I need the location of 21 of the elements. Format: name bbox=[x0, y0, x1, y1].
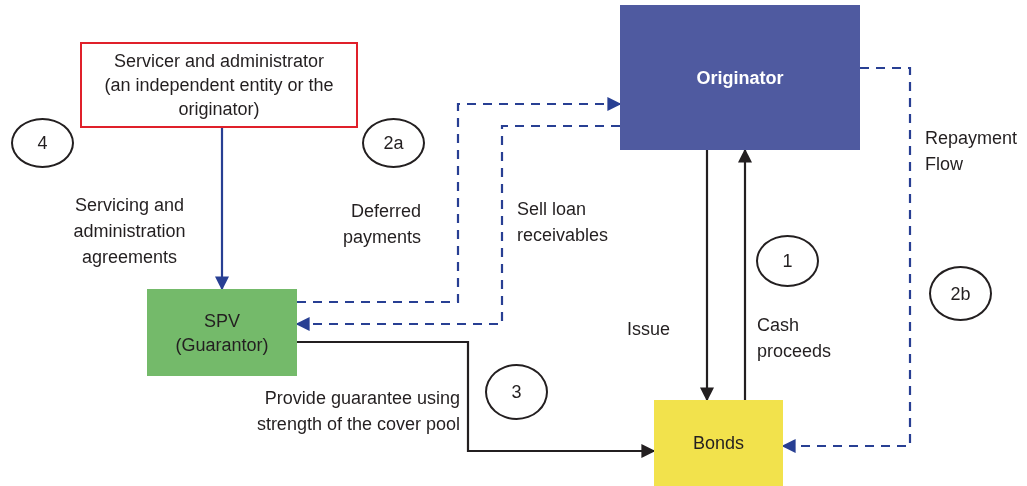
edge-label: Provide guarantee using strength of the cover pool bbox=[255, 387, 460, 436]
step-number-circle: 1 bbox=[756, 235, 819, 287]
arrow bbox=[297, 97, 622, 304]
edge-label: Repayment Flow bbox=[925, 127, 1019, 176]
arrow bbox=[297, 340, 656, 458]
edge-label: Deferred payments bbox=[341, 200, 421, 249]
edge-label: Sell loan receivables bbox=[517, 198, 610, 247]
arrow bbox=[215, 128, 229, 291]
step-number-circle: 3 bbox=[485, 364, 548, 420]
edge-label: Issue bbox=[627, 318, 672, 341]
process-box: Originator bbox=[620, 5, 860, 150]
edge-label: Cash proceeds bbox=[757, 314, 833, 363]
step-number-circle: 4 bbox=[11, 118, 74, 168]
edge-label: Servicing and administration agreements bbox=[72, 194, 187, 269]
step-number-circle: 2a bbox=[362, 118, 425, 168]
process-box: Bonds bbox=[654, 400, 783, 486]
step-number-circle: 2b bbox=[929, 266, 992, 321]
process-box: SPV (Guarantor) bbox=[147, 289, 297, 376]
process-box: Servicer and administrator (an independent entity or the originator) bbox=[80, 42, 358, 128]
arrow bbox=[738, 148, 752, 400]
arrow bbox=[700, 150, 714, 402]
